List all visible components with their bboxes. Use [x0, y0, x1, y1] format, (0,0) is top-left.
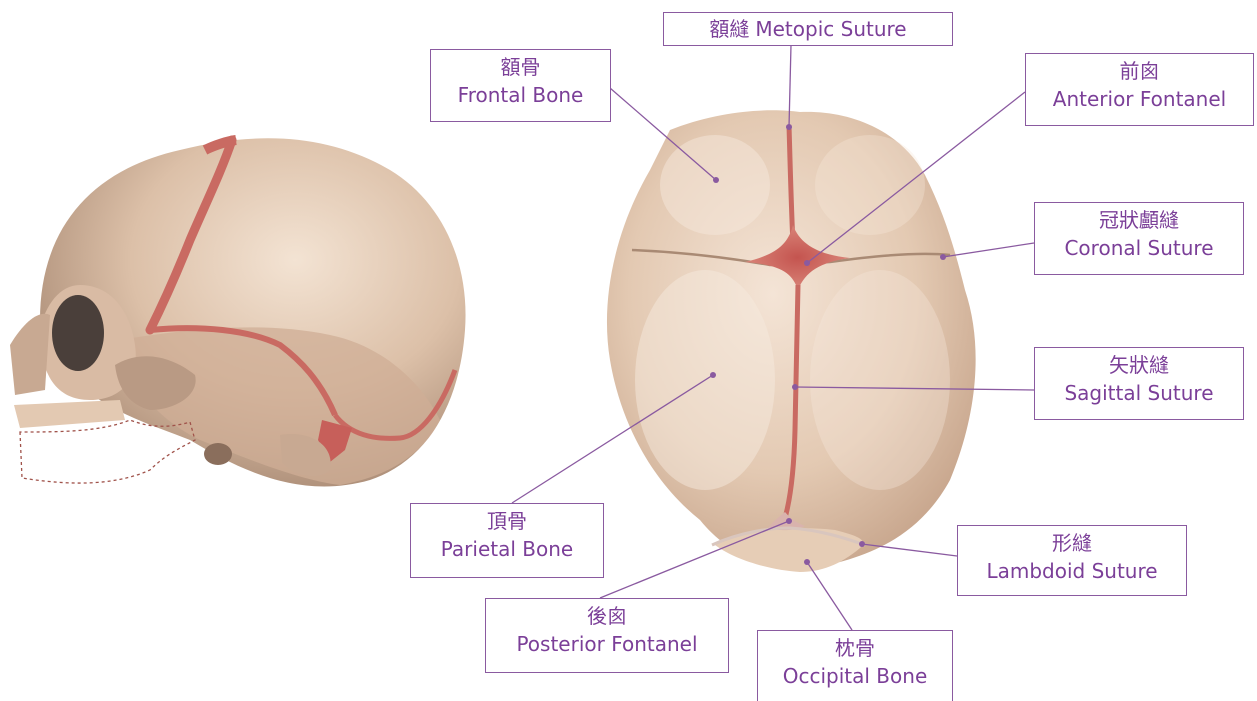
dot-lambdoid: [859, 541, 865, 547]
side-ear-canal: [204, 443, 232, 465]
label-occipital-zh: 枕骨: [766, 634, 944, 662]
side-upper-jaw: [14, 400, 125, 428]
label-posterior-fontanel: 後囪 Posterior Fontanel: [485, 598, 729, 673]
top-view-skull: [607, 110, 976, 572]
label-anterior-zh: 前囪: [1034, 57, 1245, 85]
side-nose: [10, 314, 50, 395]
label-posterior-zh: 後囪: [494, 602, 720, 630]
label-anterior-en: Anterior Fontanel: [1034, 85, 1245, 113]
dot-sagittal: [792, 384, 798, 390]
label-sagittal-en: Sagittal Suture: [1043, 379, 1235, 407]
top-right-frontal-hl: [815, 135, 925, 235]
label-parietal-zh: 頂骨: [419, 507, 595, 535]
top-right-parietal-hl: [810, 270, 950, 490]
label-lambdoid-zh: 形縫: [966, 529, 1178, 557]
dot-metopic: [786, 124, 792, 130]
label-parietal-en: Parietal Bone: [419, 535, 595, 563]
dot-coronal: [940, 254, 946, 260]
label-frontal-bone: 額骨 Frontal Bone: [430, 49, 611, 122]
leader-lambdoid: [862, 544, 957, 556]
label-metopic-zh: 額縫: [709, 17, 749, 41]
leader-coronal: [943, 243, 1034, 257]
label-lambdoid-suture: 形縫 Lambdoid Suture: [957, 525, 1187, 596]
label-anterior-fontanel: 前囪 Anterior Fontanel: [1025, 53, 1254, 126]
label-frontal-zh: 額骨: [439, 53, 602, 81]
label-coronal-suture: 冠狀顱縫 Coronal Suture: [1034, 202, 1244, 275]
top-left-frontal-hl: [660, 135, 770, 235]
dot-anterior: [804, 260, 810, 266]
label-lambdoid-en: Lambdoid Suture: [966, 557, 1178, 585]
dot-frontal: [713, 177, 719, 183]
label-frontal-en: Frontal Bone: [439, 81, 602, 109]
label-metopic-en: Metopic Suture: [755, 17, 906, 41]
label-occipital-en: Occipital Bone: [766, 662, 944, 690]
label-sagittal-suture: 矢狀縫 Sagittal Suture: [1034, 347, 1244, 420]
label-sagittal-zh: 矢狀縫: [1043, 351, 1235, 379]
side-view-skull: [10, 138, 466, 486]
label-coronal-en: Coronal Suture: [1043, 234, 1235, 262]
leader-occipital: [807, 562, 852, 630]
label-parietal-bone: 頂骨 Parietal Bone: [410, 503, 604, 578]
dot-occipital: [804, 559, 810, 565]
dot-parietal: [710, 372, 716, 378]
side-orbit: [52, 295, 104, 371]
dot-posterior: [786, 518, 792, 524]
label-coronal-zh: 冠狀顱縫: [1043, 206, 1235, 234]
label-posterior-en: Posterior Fontanel: [494, 630, 720, 658]
label-occipital-bone: 枕骨 Occipital Bone: [757, 630, 953, 701]
